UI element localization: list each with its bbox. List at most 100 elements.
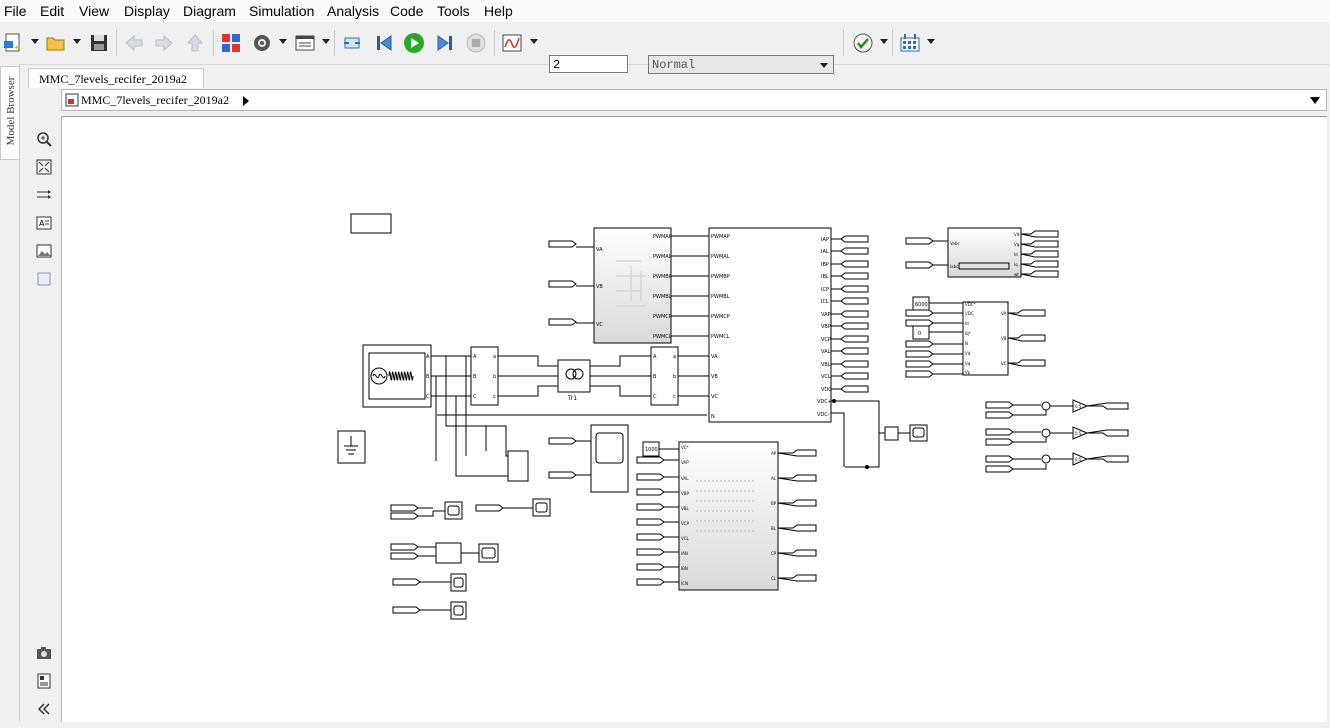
breadcrumb-dropdown-icon[interactable]: [1310, 97, 1320, 104]
scope-group-3[interactable]: [390, 542, 499, 564]
ctrl-out-0: VA: [1001, 311, 1006, 316]
menu-tools[interactable]: Tools: [437, 3, 470, 19]
new-model-dropdown[interactable]: [31, 39, 39, 44]
toolbar-separator: [843, 30, 844, 56]
library-browser-icon[interactable]: [219, 31, 243, 55]
sum-gain-row-3[interactable]: 0.5: [985, 452, 1129, 473]
balancing-controller-subsystem[interactable]: [678, 441, 779, 591]
from-tag-vc[interactable]: [548, 318, 577, 326]
balancing-goto-tags[interactable]: [777, 449, 817, 582]
inspector-dropdown[interactable]: [530, 39, 538, 44]
balancing-from-tags[interactable]: [636, 456, 679, 586]
mmc-goto-tags[interactable]: [831, 235, 869, 393]
model-browser-tab[interactable]: Model Browser: [0, 66, 20, 160]
from-tag-scope-1[interactable]: [548, 437, 577, 445]
annotation-icon[interactable]: A: [35, 214, 53, 232]
mmc-converter-subsystem[interactable]: [708, 227, 832, 423]
open-dropdown[interactable]: [73, 39, 81, 44]
fit-to-view-icon[interactable]: [35, 158, 53, 176]
menu-analysis[interactable]: Analysis: [327, 3, 380, 19]
step-back-icon[interactable]: [372, 31, 396, 55]
pwm-in-va: VA: [596, 247, 603, 253]
dq-goto-tags[interactable]: [1020, 230, 1059, 278]
model-explorer-icon[interactable]: [293, 31, 317, 55]
build-dropdown[interactable]: [927, 39, 935, 44]
forward-arrow-icon[interactable]: [152, 31, 176, 55]
menu-help[interactable]: Help: [484, 3, 513, 19]
constant-0-value: 0: [918, 331, 921, 337]
camera-icon[interactable]: [35, 644, 53, 662]
mmc-left-vc: VC: [711, 394, 718, 400]
open-folder-icon[interactable]: [44, 31, 68, 55]
run-play-icon[interactable]: [402, 31, 426, 55]
mmc-out-8: VCP: [821, 337, 831, 343]
area-box-icon[interactable]: [35, 270, 53, 288]
breadcrumb-model[interactable]: MMC_7levels_recifer_2019a2: [81, 93, 229, 107]
menu-display[interactable]: Display: [124, 3, 170, 19]
mmc-out-1: IAL: [821, 249, 829, 255]
image-icon[interactable]: [35, 242, 53, 260]
up-arrow-icon[interactable]: [183, 31, 207, 55]
from-tag-va[interactable]: [548, 240, 577, 248]
property-inspector-icon[interactable]: [35, 672, 53, 690]
sum-gain-row-1[interactable]: 0.5: [985, 399, 1129, 419]
model-tab[interactable]: MMC_7levels_recifer_2019a2: [28, 68, 204, 88]
advisor-dropdown[interactable]: [880, 39, 888, 44]
data-inspector-icon[interactable]: [500, 31, 524, 55]
model-settings-gear-icon[interactable]: [250, 31, 274, 55]
ctrl-goto-tags[interactable]: [1007, 309, 1046, 367]
mmc-in-0: PWMAP: [711, 234, 730, 240]
bal-in-2: VAL: [681, 476, 689, 481]
collapse-chevrons-icon[interactable]: [35, 700, 53, 718]
sum-gain-row-2[interactable]: 0.5: [985, 426, 1129, 446]
vdc-scope[interactable]: [909, 424, 928, 442]
ctrl-in-2: Id: [965, 321, 969, 326]
step-forward-icon[interactable]: [433, 31, 457, 55]
from-tag-vb[interactable]: [548, 280, 577, 288]
menu-file[interactable]: File: [4, 3, 27, 19]
settings-dropdown[interactable]: [279, 39, 287, 44]
transformer-tr1[interactable]: [557, 359, 591, 393]
scope-group-4[interactable]: [392, 573, 467, 592]
grid-build-icon[interactable]: [898, 31, 922, 55]
empty-display-block[interactable]: [350, 213, 392, 234]
menu-view[interactable]: View: [79, 3, 110, 19]
stop-time-input[interactable]: 2: [549, 55, 628, 73]
toolbar-separator: [116, 30, 117, 56]
explorer-dropdown[interactable]: [322, 39, 330, 44]
scope-group-2[interactable]: [475, 498, 551, 517]
ground-block[interactable]: [337, 430, 366, 464]
pwm-generator-subsystem[interactable]: [593, 227, 672, 344]
mmc-out-6: VAP: [821, 312, 831, 318]
model-advisor-check-icon[interactable]: [851, 31, 875, 55]
abc-to-dq-subsystem[interactable]: [947, 227, 1022, 278]
menu-diagram[interactable]: Diagram: [183, 3, 236, 19]
bal-out-0: AP: [771, 451, 777, 456]
scope-group-1[interactable]: [390, 501, 463, 520]
scope-group-5[interactable]: [392, 601, 467, 620]
scope-main[interactable]: [590, 424, 629, 493]
menu-edit[interactable]: Edit: [40, 3, 65, 19]
menu-simulation[interactable]: Simulation: [249, 3, 315, 19]
src-port-a: A: [426, 354, 430, 360]
arrow-signal-icon[interactable]: [35, 186, 53, 204]
update-diagram-icon[interactable]: [340, 31, 364, 55]
menu-code[interactable]: Code: [390, 3, 424, 19]
new-model-icon[interactable]: +: [1, 31, 25, 55]
ctrl-in-6: Vq: [965, 361, 971, 366]
gain-2-value: 0.5: [1075, 431, 1082, 436]
bal-out-5: CL: [771, 576, 777, 581]
simulation-mode-select[interactable]: Normal: [648, 55, 834, 74]
bal-out-4: CP: [771, 551, 777, 556]
zoom-in-icon[interactable]: [35, 130, 53, 148]
pwm-out-0: PWMAP: [653, 234, 672, 240]
vdc-sensor-block[interactable]: [884, 426, 899, 441]
from-tag-scope-2[interactable]: [548, 471, 577, 479]
back-arrow-icon[interactable]: [122, 31, 146, 55]
meas2-b: B: [653, 374, 657, 380]
stop-icon[interactable]: [464, 31, 488, 55]
meas2-c: C: [653, 394, 657, 400]
save-icon[interactable]: [87, 31, 111, 55]
diagram-canvas[interactable]: VA VB VC PWMAP PWMAL PWMBP PWMBL PWMCP P…: [61, 116, 1327, 722]
sum-block[interactable]: [507, 450, 529, 482]
